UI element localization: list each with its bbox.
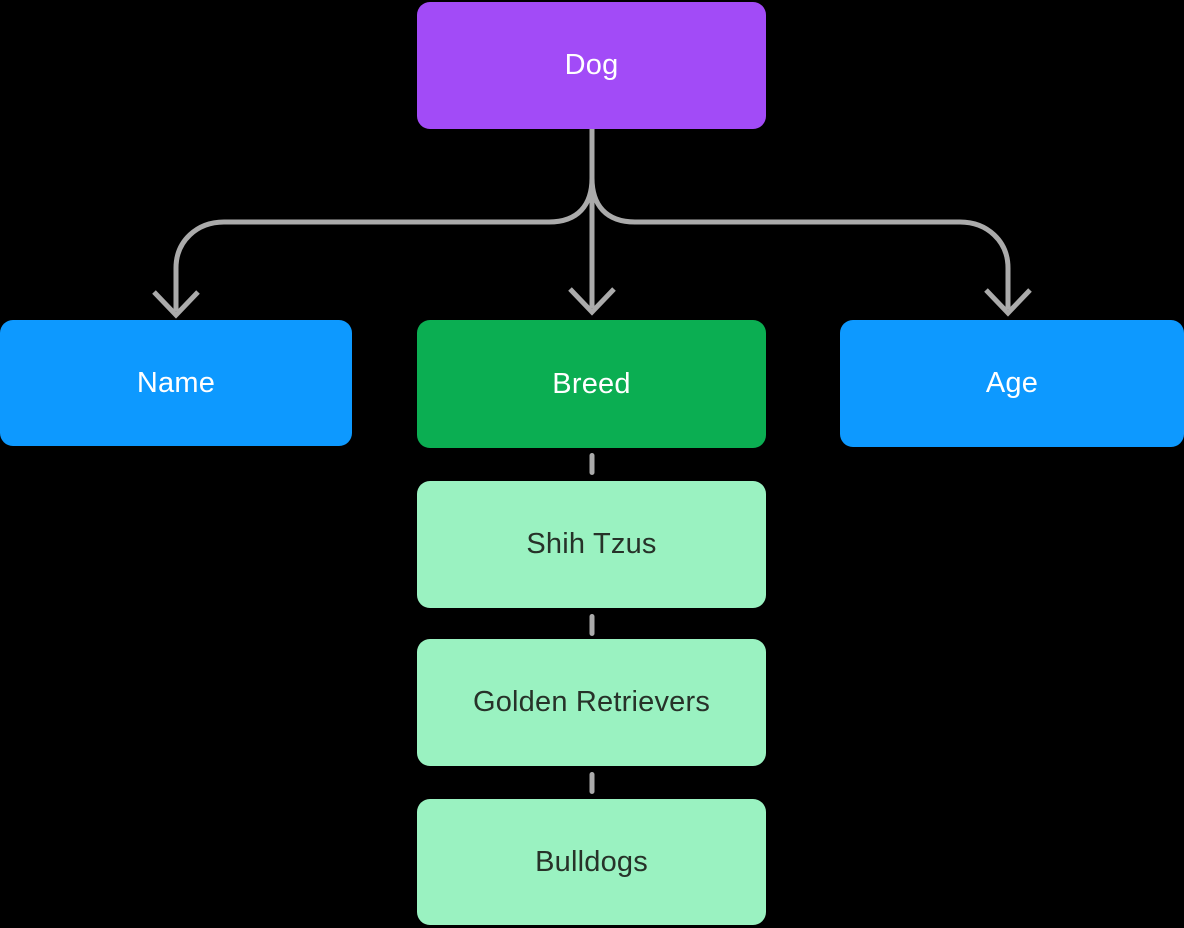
node-golden-retrievers[interactable]: Golden Retrievers [417,639,766,766]
arrowhead-breed [568,287,616,316]
node-age[interactable]: Age [840,320,1184,447]
dash-breed-to-shihtzus [589,453,595,475]
node-name-label: Name [136,366,216,399]
node-shih-tzus-label: Shih Tzus [526,528,657,560]
node-golden-retrievers-label: Golden Retrievers [472,686,711,718]
connector-dog-to-age [589,128,1011,309]
node-shih-tzus[interactable]: Shih Tzus [417,481,766,608]
node-breed[interactable]: Breed [417,320,766,448]
arrowhead-age [984,288,1032,317]
node-name[interactable]: Name [0,320,352,446]
dash-shihtzus-to-goldens [589,614,595,636]
dash-goldens-to-bulldogs [589,772,595,794]
connector-dog-to-name [173,128,595,311]
arrowhead-name [152,290,200,319]
node-age-label: Age [985,367,1039,399]
node-bulldogs[interactable]: Bulldogs [417,799,766,925]
node-breed-label: Breed [552,367,631,400]
node-bulldogs-label: Bulldogs [535,845,648,878]
node-dog[interactable]: Dog [417,2,766,129]
node-dog-label: Dog [564,49,619,81]
